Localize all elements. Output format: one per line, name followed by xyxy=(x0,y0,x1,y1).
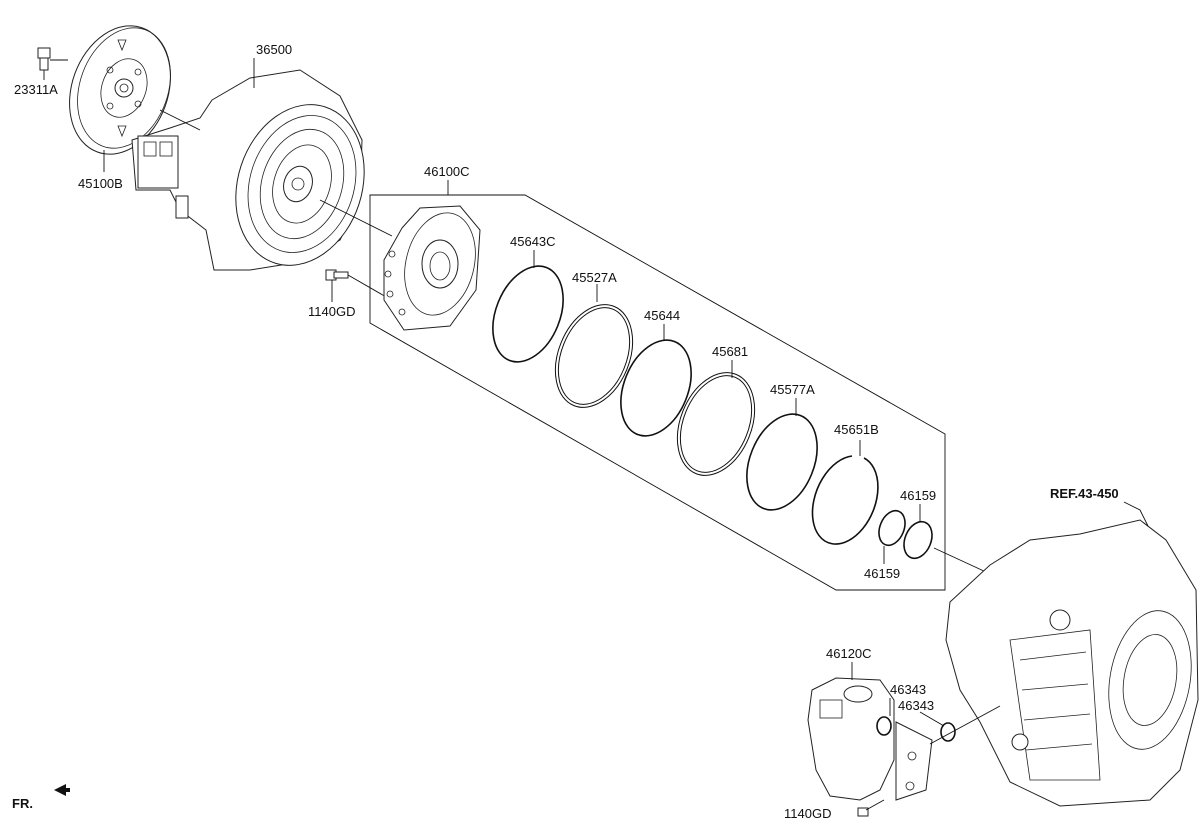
o-ring-46343-a xyxy=(876,698,892,736)
motor-assembly-36500 xyxy=(131,58,393,271)
transmission-case xyxy=(945,501,1199,807)
seal-ring-46159-a xyxy=(878,509,906,564)
front-arrow-icon xyxy=(54,784,70,796)
label-45643C: 45643C xyxy=(510,234,556,249)
label-46343-b: 46343 xyxy=(898,698,934,713)
label-45100B: 45100B xyxy=(78,176,123,191)
label-23311A: 23311A xyxy=(14,82,58,97)
label-46159-bottom: 46159 xyxy=(864,566,900,581)
label-ref-43-450: REF.43-450 xyxy=(1050,486,1119,501)
label-front: FR. xyxy=(12,796,33,811)
bolt-23311A xyxy=(37,47,68,80)
label-46100C: 46100C xyxy=(424,164,470,179)
o-ring-46343-b xyxy=(919,711,956,742)
label-46120C: 46120C xyxy=(826,646,872,661)
label-1140GD-top: 1140GD xyxy=(308,304,355,319)
ring-45644 xyxy=(620,324,692,437)
label-45681: 45681 xyxy=(712,344,748,359)
ring-45527A xyxy=(554,284,634,408)
label-46159-top: 46159 xyxy=(900,488,936,503)
label-46343-a: 46343 xyxy=(890,682,926,697)
bolt-1140GD-bottom xyxy=(857,799,885,817)
label-45577A: 45577A xyxy=(770,382,815,397)
ring-45643C xyxy=(492,250,564,363)
pump-housing xyxy=(383,205,481,331)
label-45644: 45644 xyxy=(644,308,680,323)
flex-plate-45100B xyxy=(69,25,171,172)
seal-ring-46159-b xyxy=(903,504,987,573)
bolt-1140GD-top xyxy=(325,269,389,302)
ring-45681 xyxy=(676,360,756,476)
label-1140GD-bottom: 1140GD xyxy=(784,806,831,820)
kit-outline-46100C xyxy=(369,180,946,591)
label-45527A: 45527A xyxy=(572,270,617,285)
label-36500: 36500 xyxy=(256,42,292,57)
ring-45577A xyxy=(746,398,818,511)
valve-body-46120C xyxy=(807,662,1001,801)
snap-ring-45651B xyxy=(811,440,879,545)
label-45651B: 45651B xyxy=(834,422,879,437)
